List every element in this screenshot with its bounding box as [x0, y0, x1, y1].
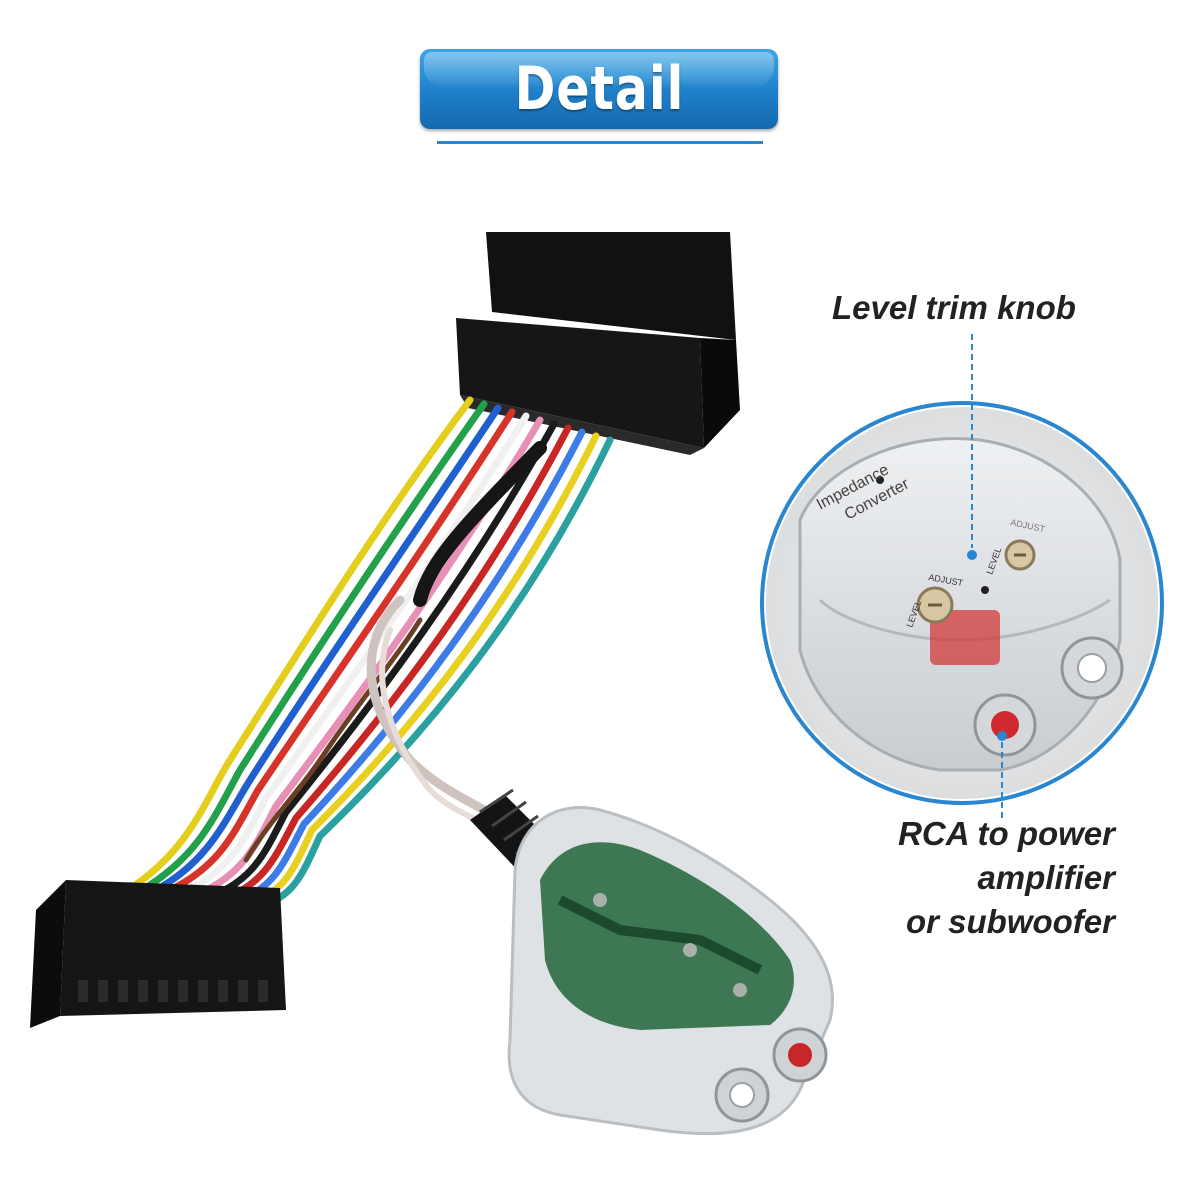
level-trim-label: Level trim knob	[832, 289, 1076, 326]
bottom-connector	[30, 880, 286, 1028]
rca-label: RCA to power amplifier or subwoofer	[785, 812, 1115, 944]
rca-marker	[997, 731, 1007, 741]
impedance-converter-image: Impedance Converter ADJUST LEVEL LEVEL A…	[760, 334, 1164, 822]
rca-label-line2: amplifier	[977, 859, 1115, 896]
banner-title: Detail	[514, 54, 684, 124]
level-trim-marker	[967, 550, 977, 560]
rca-label-line1: RCA to power	[898, 815, 1115, 852]
converter-module	[507, 806, 834, 1136]
banner-underline	[437, 141, 763, 144]
rca-label-line3: or subwoofer	[905, 903, 1115, 940]
wire-bundle	[124, 396, 614, 908]
detail-banner: Detail	[420, 49, 778, 129]
top-connector	[456, 232, 740, 455]
banner-gloss	[424, 52, 774, 86]
wiring-harness-image	[30, 232, 834, 1136]
